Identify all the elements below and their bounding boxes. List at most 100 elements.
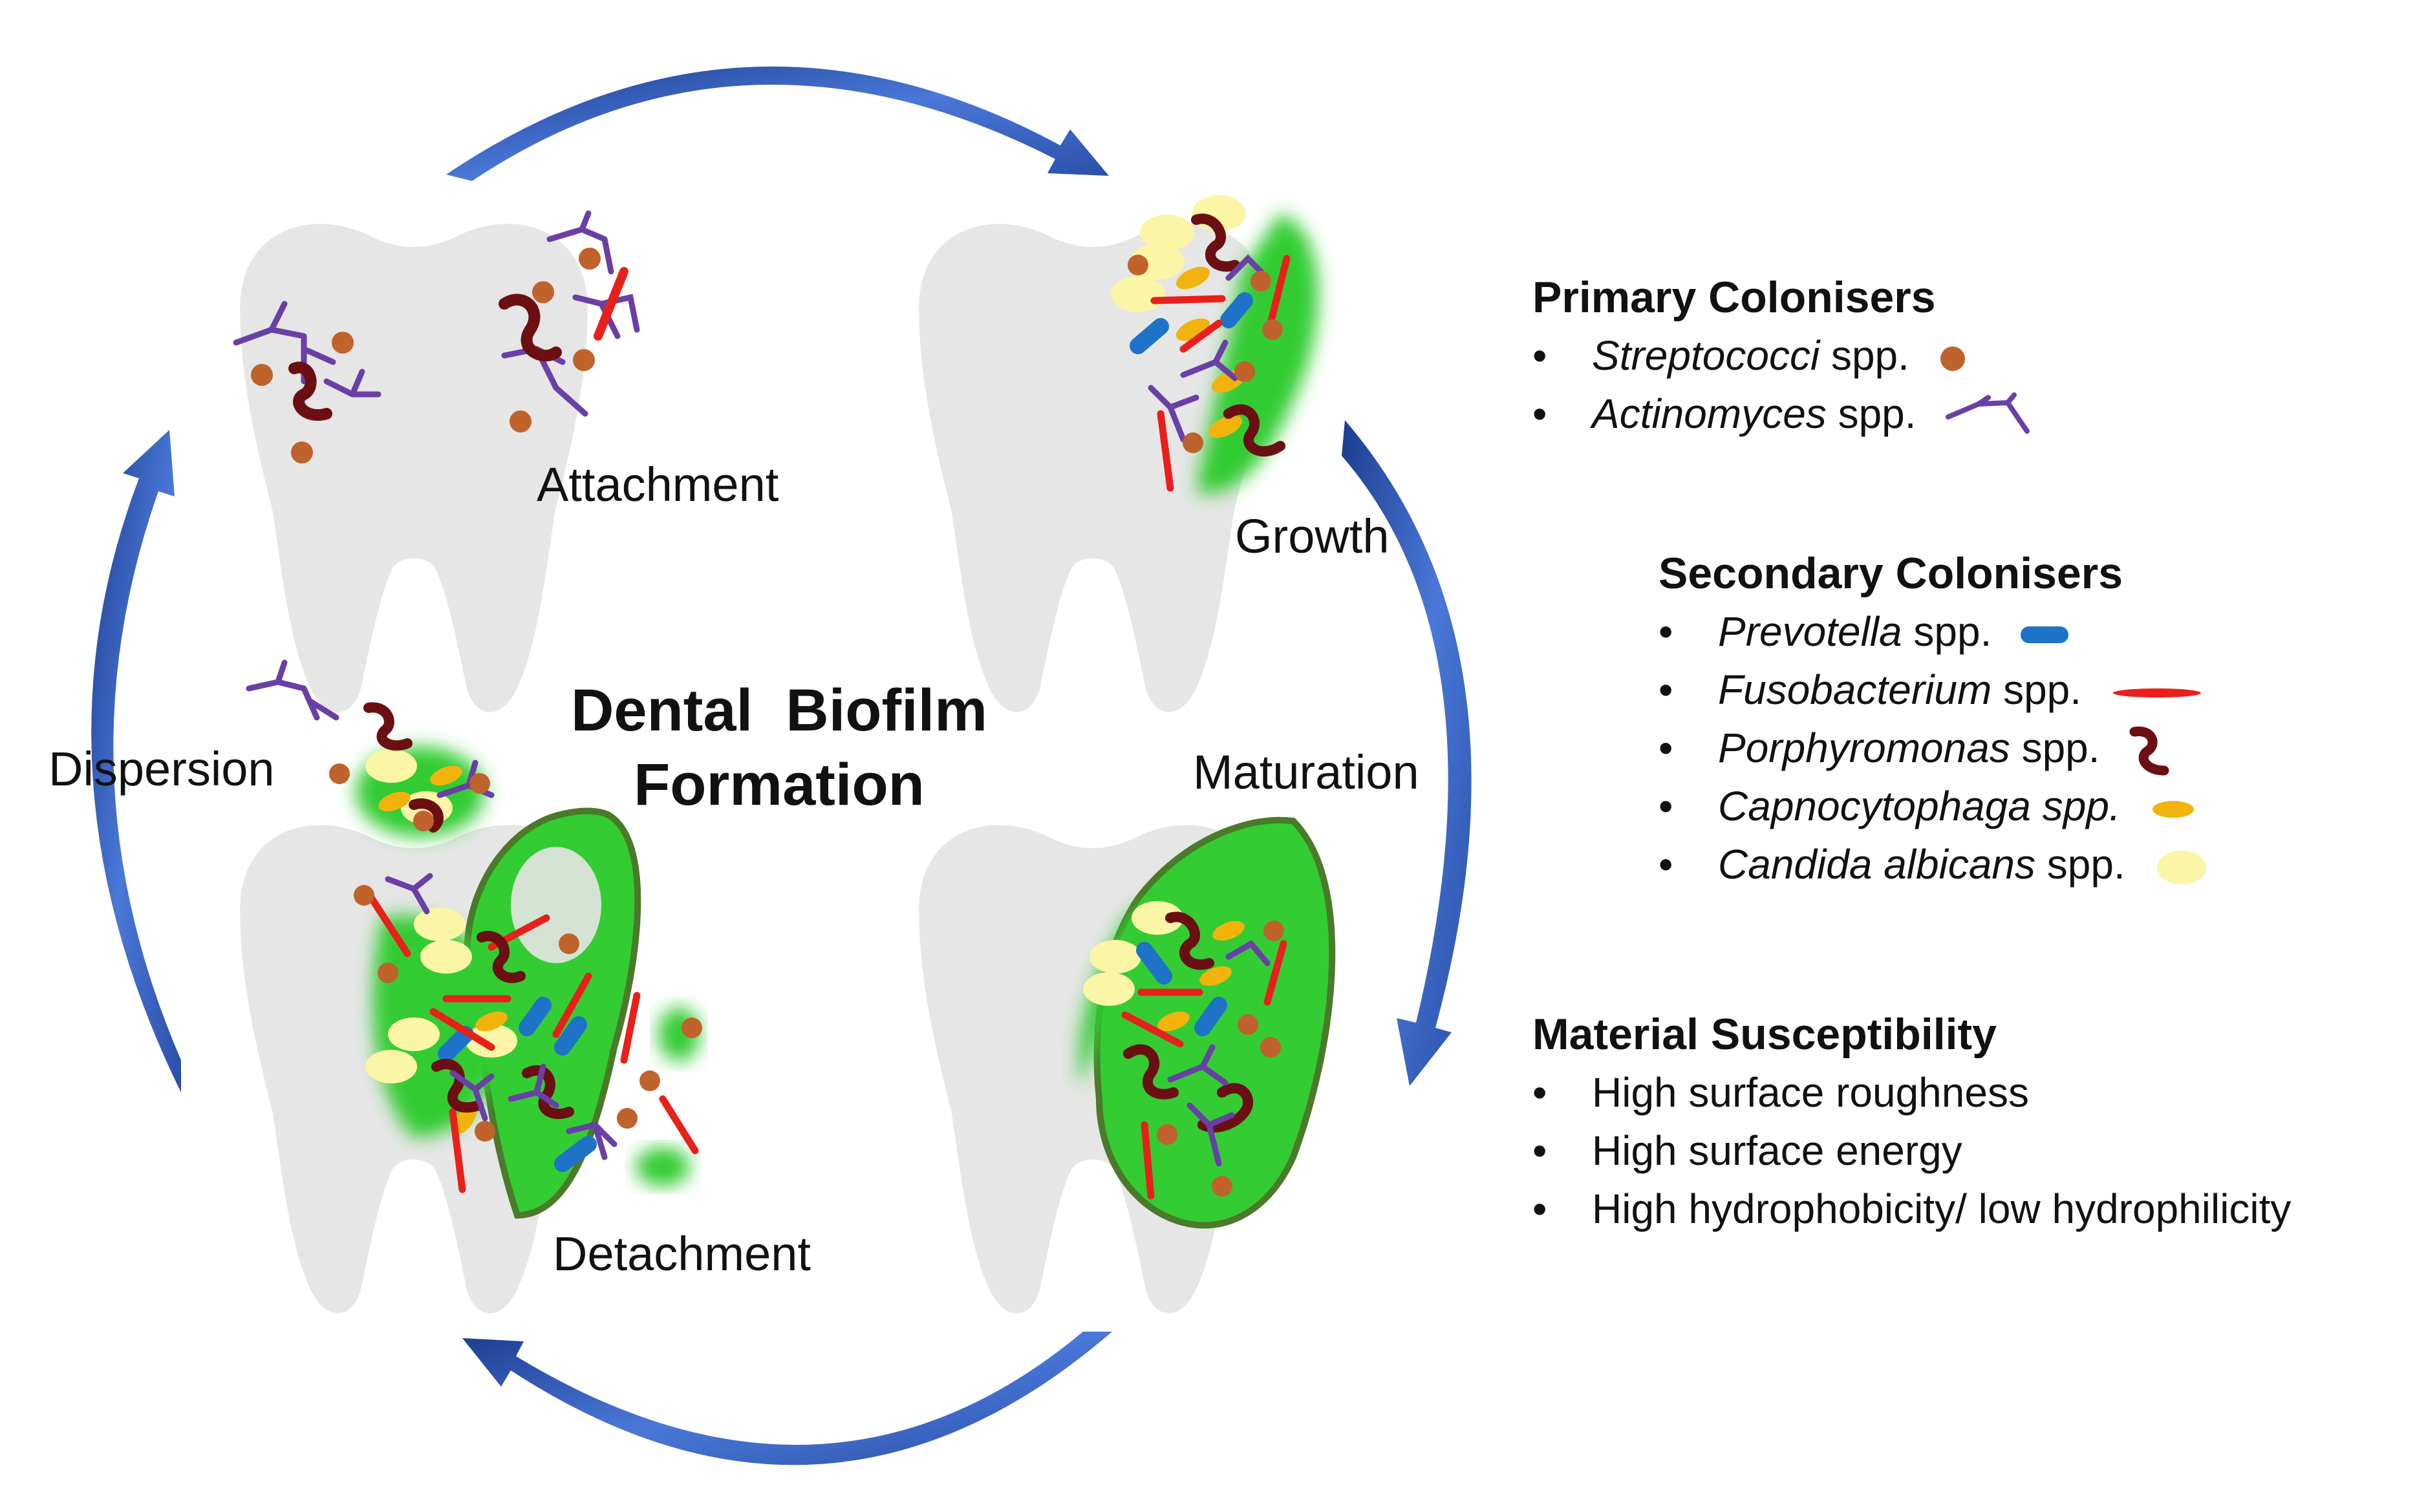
porphyromonas-cell: [409, 798, 444, 833]
legend-item-porphyromonas: Porphyromonas spp.: [1658, 719, 2211, 777]
prevotella-cell: [519, 997, 552, 1036]
arrow-growth-to-maturation: [1342, 420, 1472, 1086]
fusobacterium-cell: [368, 895, 411, 957]
porphyromonas-cell: [363, 702, 413, 751]
legend-secondary-heading: Secondary Colonisers: [1658, 549, 2123, 598]
legend-item-name: Actinomyces: [1592, 390, 1827, 437]
stage-label-detachment: Detachment: [553, 1227, 811, 1281]
microbes-attachment: [233, 210, 640, 421]
legend-item-streptococci: Streptococci spp.: [1532, 326, 2040, 385]
fusobacterium-cell: [552, 972, 592, 1038]
fusobacterium-cell: [659, 1095, 699, 1155]
streptococci-cell: [559, 933, 579, 954]
stage-label-dispersion: Dispersion: [48, 742, 275, 796]
biofilm-fragment-2: [636, 1147, 690, 1186]
legend-primary-list: Streptococci spp. Actinomyces spp.: [1532, 326, 2040, 443]
prevotella-cell: [554, 1136, 597, 1172]
streptococci-cell: [1260, 1037, 1281, 1058]
legend-item-name: Fusobacterium: [1718, 666, 1992, 713]
fusobacterium-cell: [620, 992, 641, 1064]
brown-dot-icon: [1940, 346, 1965, 372]
candida-cell: [1132, 901, 1183, 935]
legend-item-name: Prevotella: [1718, 608, 1902, 655]
streptococci-cell: [1157, 1124, 1177, 1145]
fusobacterium-cell: [1267, 255, 1291, 327]
porphyromonas-cell: [288, 361, 332, 421]
streptococci-cell: [475, 1121, 495, 1142]
candida-cell: [420, 940, 472, 974]
streptococci-cell: [573, 349, 595, 371]
legend-material-item: High hydrophobicity/ low hydrophilicity: [1532, 1180, 2291, 1238]
capnocytophaga-cell: [430, 765, 462, 786]
candida-cell: [466, 1024, 517, 1058]
streptococci-cell: [354, 885, 374, 906]
actinomyces-cell: [449, 1070, 495, 1122]
actinomyces-cell: [385, 873, 433, 915]
legend-item-name: Streptococci: [1592, 332, 1820, 379]
capnocytophaga-cell: [1175, 266, 1210, 290]
stage-label-maturation: Maturation: [1193, 745, 1419, 799]
legend-material-item: High surface roughness: [1532, 1063, 2291, 1122]
fusobacterium-cell: [449, 1108, 466, 1193]
streptococci-cell: [329, 763, 350, 784]
streptococci-cell: [291, 442, 313, 463]
streptococci-cell: [1183, 432, 1203, 453]
legend-item-fusobacterium: Fusobacterium spp.: [1658, 661, 2211, 719]
candida-cell: [1140, 215, 1194, 251]
streptococci-cell: [510, 410, 531, 432]
legend-item-capnocytophaga: Capnocytophaga spp.: [1658, 777, 2211, 835]
arrow-dispersion-to-attachment: [91, 430, 181, 1092]
center-title-line2: Formation: [634, 752, 925, 818]
legend-item-suffix: spp.: [2035, 841, 2125, 888]
streptococci-cell: [1263, 921, 1284, 941]
microbes-maturation: [1083, 901, 1287, 1200]
streptococci-cell: [1128, 255, 1148, 275]
streptococci-maturation: [1157, 921, 1284, 1197]
prevotella-cell: [1220, 292, 1253, 328]
stage-label-growth: Growth: [1235, 509, 1390, 563]
fusobacterium-cell: [594, 267, 628, 341]
pale-yellow-ellipse-icon: [2156, 851, 2206, 885]
legend-item-name: Capnocytophaga spp.: [1718, 783, 2121, 830]
legend-item-name: Porphyromonas: [1718, 725, 2010, 771]
actinomyces-cell: [1225, 254, 1264, 281]
streptococci-cell: [413, 811, 434, 831]
capnocytophaga-cell: [475, 1011, 508, 1032]
streptococci-cell: [378, 963, 398, 983]
porphyromonas-cell: [431, 1059, 484, 1113]
candida-cell: [388, 1017, 440, 1051]
candida-cell: [365, 749, 417, 783]
streptococci-cell: [1262, 319, 1283, 340]
legend-item-suffix: spp.: [1826, 390, 1916, 437]
microbes-detachment: [246, 659, 699, 1193]
legend-item-suffix: spp.: [1991, 666, 2082, 713]
streptococci-cell: [617, 1108, 638, 1129]
candida-cell: [1083, 972, 1135, 1006]
streptococci-cell: [469, 773, 490, 794]
streptococci-cell: [1212, 1176, 1232, 1197]
streptococci-cell: [639, 1070, 660, 1091]
candida-cell: [414, 908, 466, 941]
streptococci-cell: [1251, 271, 1271, 292]
actinomyces-cell: [246, 659, 339, 721]
actinomyces-cell: [1167, 1044, 1229, 1086]
purple-branch-icon: [1946, 392, 2030, 434]
actinomyces-cell: [1225, 940, 1271, 966]
candida-cell: [365, 1050, 417, 1083]
capnocytophaga-cell: [1157, 1011, 1190, 1032]
prevotella-cell: [1130, 318, 1169, 354]
streptococci-cell: [1234, 361, 1255, 382]
streptococci-detachment: [329, 763, 702, 1142]
arrow-maturation-to-detachment: [462, 1332, 1112, 1465]
porphyromonas-cell: [477, 931, 526, 983]
porphyromonas-cell: [1197, 1083, 1253, 1133]
porphyromonas-cell: [1123, 1044, 1179, 1100]
capnocytophaga-cell: [1212, 921, 1245, 941]
legend-item-actinomyces: Actinomyces spp.: [1532, 385, 2040, 443]
legend-item-candida: Candida albicans spp.: [1658, 835, 2211, 893]
stage-label-attachment: Attachment: [537, 458, 779, 511]
fusobacterium-cell: [1157, 410, 1174, 492]
biofilm-detachment-inner: [372, 915, 505, 1138]
porphyromonas-cell: [1223, 404, 1285, 457]
streptococci-cell: [682, 1017, 702, 1038]
